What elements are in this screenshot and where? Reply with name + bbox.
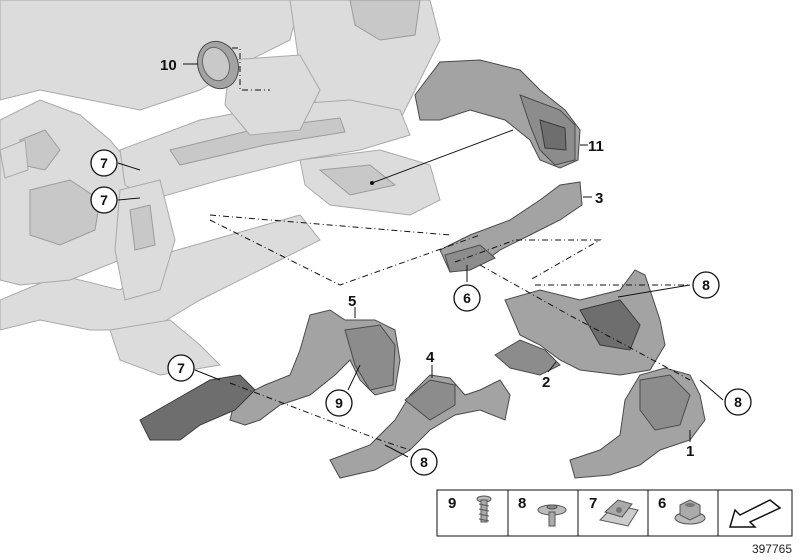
callout-labels: 10 11 3 5 4 2 1 7 7 7 6 8 8 8 9 (90, 57, 752, 476)
part-5-duct (139, 309, 401, 441)
clip-nut-icon (598, 499, 639, 527)
callout-7-lower: 7 (177, 360, 185, 376)
document-number: 397765 (752, 542, 792, 556)
callout-9: 9 (335, 395, 343, 411)
callout-1: 1 (686, 443, 694, 460)
callout-6: 6 (463, 290, 471, 306)
part-10-plug (196, 40, 240, 90)
legend-label-9: 9 (448, 495, 456, 512)
callout-4: 4 (426, 349, 435, 366)
part-1-duct (569, 367, 706, 479)
legend-label-8: 8 (518, 495, 526, 512)
callout-8-upper: 8 (702, 277, 710, 293)
callout-7-upper: 7 (100, 155, 108, 171)
callout-10: 10 (160, 57, 177, 74)
screw-icon (476, 495, 492, 523)
part-4-duct (329, 374, 511, 479)
part-11-bracket (414, 59, 581, 169)
fastener-legend: 9 8 7 6 (436, 489, 793, 537)
part-2-duct (494, 269, 666, 376)
hex-nut-icon (674, 499, 706, 525)
legend-label-7: 7 (589, 495, 597, 512)
callout-8-right: 8 (734, 394, 742, 410)
callout-8-lower: 8 (420, 454, 428, 470)
callout-7-middle: 7 (100, 192, 108, 208)
callout-11: 11 (588, 138, 604, 155)
leader-lines (117, 47, 724, 458)
legend-label-6: 6 (658, 495, 666, 512)
callout-5: 5 (348, 293, 356, 310)
expanding-rivet-icon (537, 504, 567, 527)
callout-2: 2 (542, 374, 550, 391)
vehicle-body-structure (0, 0, 441, 376)
part-3-duct (439, 181, 583, 273)
callout-3: 3 (595, 190, 603, 207)
direction-arrow-icon (728, 499, 782, 528)
